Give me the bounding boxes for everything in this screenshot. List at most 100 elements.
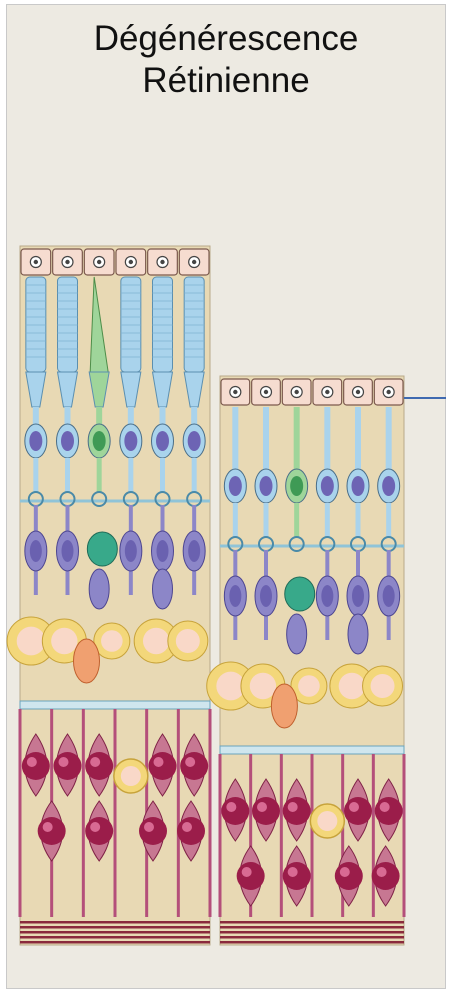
amacrine-nucleus [17,627,46,656]
nerve-fiber-stripe [220,931,404,934]
ganglion-highlight [182,822,192,832]
ganglion-cell [22,752,50,780]
bipolar-nucleus [157,540,169,562]
photoreceptor-fiber [96,407,102,426]
photoreceptor-nucleus [352,476,365,496]
ganglion-fiber [114,709,117,917]
ganglion-cell [252,797,280,825]
pigment-nucleolus [97,260,101,264]
axon [386,503,391,538]
bipolar-cell [287,614,307,654]
pigment-nucleolus [264,390,268,394]
ganglion-cell [180,752,208,780]
pigment-nucleolus [294,390,298,394]
ganglion-fiber [177,709,180,917]
nerve-fiber-stripe [20,941,210,944]
axon [128,458,133,493]
axon [356,503,361,538]
rod-outer-segment [153,277,173,372]
amacrine-nucleus [101,630,123,652]
bipolar-nucleus [125,540,137,562]
photoreceptor-nucleus [124,431,137,451]
photoreceptor-fiber [294,407,300,471]
ganglion-fiber [19,709,22,917]
ganglion-cell [177,817,205,845]
amacrine-nucleus [143,628,169,654]
photoreceptor-nucleus [188,431,201,451]
photoreceptor-fiber [191,407,197,426]
degenerated-retina-panel [207,376,406,945]
pigment-nucleolus [129,260,133,264]
amacrine-nucleus [317,811,337,831]
normal-retina-panel [7,246,211,945]
rod-outer-segment [121,277,141,372]
nerve-fiber-stripe [220,926,404,929]
axon [65,458,70,493]
photoreceptor-fiber [33,407,39,426]
bipolar-nucleus [30,540,42,562]
ganglion-fiber [280,754,283,917]
ganglion-fiber [372,754,375,917]
photoreceptor-nucleus [321,476,334,496]
ganglion-highlight [90,822,100,832]
ganglion-cell [344,797,372,825]
displaced-cell [271,684,297,728]
ganglion-fiber [209,709,212,917]
photoreceptor-nucleus [61,431,74,451]
ganglion-fiber [219,754,222,917]
amacrine-nucleus [250,673,276,699]
ganglion-fiber [82,709,85,917]
inner-plexiform-layer [20,701,210,709]
ganglion-highlight [144,822,154,832]
ganglion-cell [283,797,311,825]
bipolar-cell [89,569,109,609]
photoreceptor-fiber [65,407,71,426]
nerve-fiber-stripe [20,936,210,939]
bipolar-nucleus [383,585,395,607]
ganglion-cell [372,862,400,890]
photoreceptor-nucleus [229,476,242,496]
rod-outer-segment [26,277,46,372]
nerve-fiber-stripe [20,931,210,934]
ganglion-cell [283,862,311,890]
pigment-nucleolus [356,390,360,394]
ganglion-fiber [311,754,314,917]
amacrine-nucleus [121,766,141,786]
bipolar-nucleus [229,585,241,607]
horizontal-cell [285,577,315,611]
pigment-nucleolus [233,390,237,394]
ganglion-cell [38,817,66,845]
pigment-nucleolus [65,260,69,264]
axon [192,458,197,493]
photoreceptor-fiber [324,407,330,471]
pigment-nucleolus [160,260,164,264]
ganglion-highlight [27,757,37,767]
axon [97,458,102,493]
nerve-fiber-stripe [220,941,404,944]
nerve-fiber-stripe [220,936,404,939]
photoreceptor-nucleus [93,431,106,451]
ganglion-highlight [340,867,350,877]
bipolar-cell [153,569,173,609]
photoreceptor-fiber [160,407,166,426]
pigment-nucleolus [192,260,196,264]
ganglion-highlight [226,802,236,812]
photoreceptor-fiber [355,407,361,471]
photoreceptor-fiber [263,407,269,471]
rod-outer-segment [184,277,204,372]
amacrine-nucleus [176,629,200,653]
bipolar-cell [348,614,368,654]
bipolar-nucleus [188,540,200,562]
ganglion-highlight [257,802,267,812]
axon [294,503,299,538]
ganglion-highlight [154,757,164,767]
ganglion-highlight [43,822,53,832]
photoreceptor-fiber [232,407,238,471]
ganglion-cell [149,752,177,780]
ganglion-highlight [90,757,100,767]
pigment-nucleolus [34,260,38,264]
axon [160,458,165,493]
ganglion-highlight [242,867,252,877]
inner-plexiform-layer [220,746,404,754]
